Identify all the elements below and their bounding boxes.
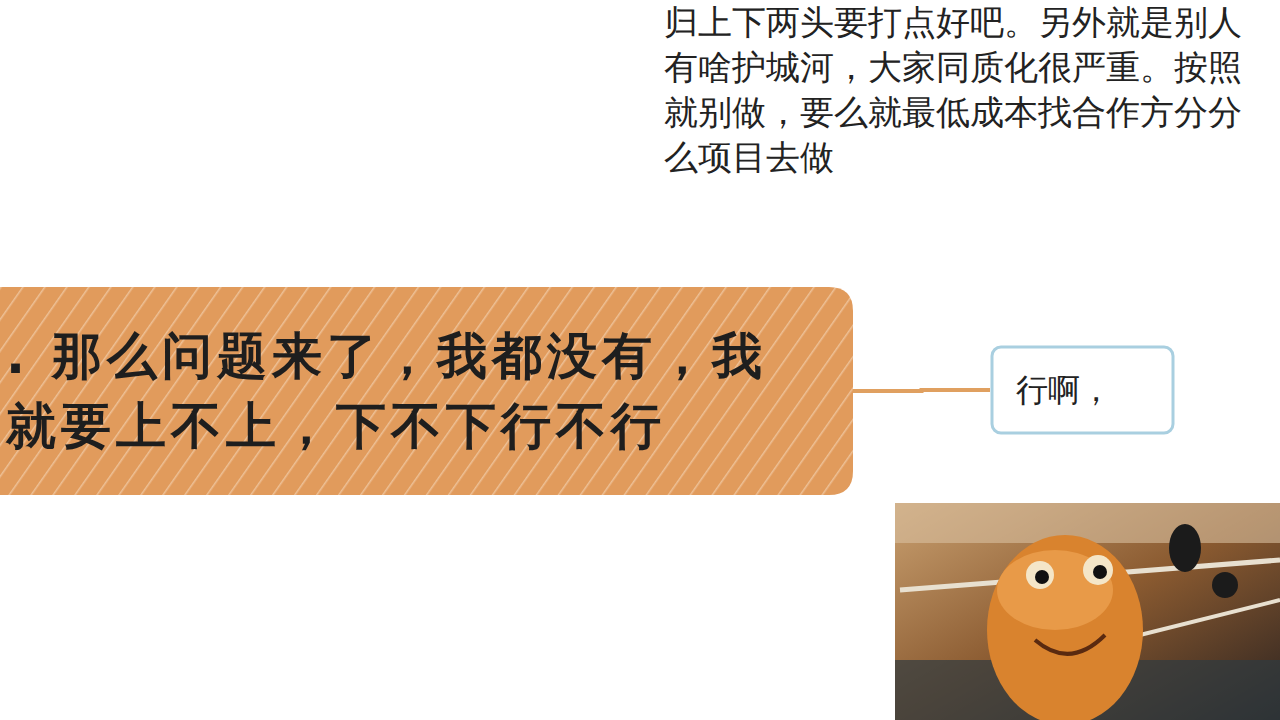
note-text: 归上下两头要打点好吧。另外就是别人 有啥护城河，大家同质化很严重。按照 就别做，… [664, 0, 1258, 180]
node-text: . 那么问题来了，我都没有，我 就要上不上，下不下行不行 [0, 321, 796, 461]
node-outline [0, 287, 853, 495]
reply-box: 行啊， [990, 345, 1175, 435]
topic-box: . 那么问题来了，我都没有，我 就要上不上，下不下行不行 [0, 287, 853, 495]
branch-line [853, 390, 990, 391]
webcam-frame [895, 503, 1280, 720]
node-text: 行啊， [990, 370, 1175, 410]
